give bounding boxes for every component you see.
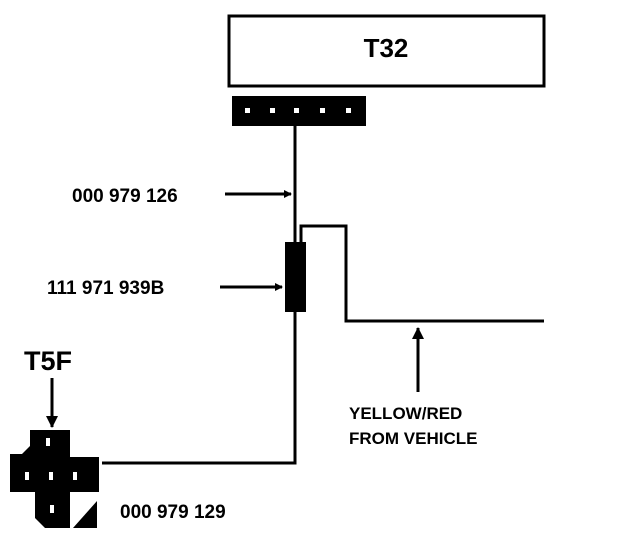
wire-t5f [102,312,297,465]
t5f-label: T5F [24,346,72,376]
inline-connector [285,242,306,312]
wire-yellow-red [299,224,544,323]
t5f-connector [10,430,99,528]
wire-t5f-part-number: 000 979 129 [120,502,226,523]
inline-connector-part-number: 111 971 939B [47,278,164,299]
t32-connector [232,96,366,126]
source-label-line2: FROM VEHICLE [349,429,477,448]
t32-label: T32 [364,33,409,63]
source-label-line1: YELLOW/RED [349,404,462,423]
t32-module-box [227,14,546,88]
wire-t32-part-number: 000 979 126 [72,186,178,207]
